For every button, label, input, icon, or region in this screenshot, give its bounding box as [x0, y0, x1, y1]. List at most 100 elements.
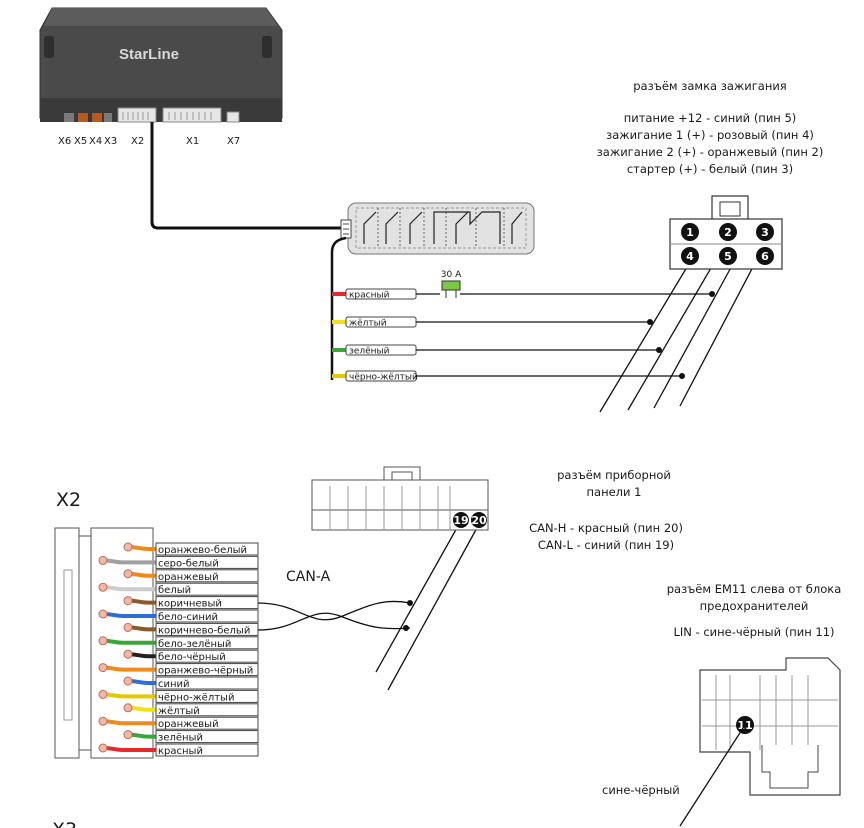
em11-title-1: разъём EM11 слева от блока — [667, 582, 842, 596]
port-x2 — [117, 107, 157, 123]
x2-wire-tag — [155, 716, 259, 730]
x2-pin — [98, 663, 108, 673]
port-label-x4: X4 — [89, 136, 102, 147]
ignition-line-4: стартер (+) - белый (пин 3) — [627, 162, 793, 176]
ignition-line-3: зажигание 2 (+) - оранжевый (пин 2) — [597, 145, 824, 159]
port-x1 — [162, 107, 222, 123]
port-x6 — [64, 113, 74, 122]
mount-slot-left — [44, 36, 54, 58]
x2-wire-label: оранжевый — [158, 719, 219, 730]
starline-unit: StarLine — [39, 7, 283, 123]
ignition-pin-1: 1 — [686, 226, 694, 239]
x2-wire: серо-белый — [98, 555, 259, 569]
relay-wire-label: красный — [349, 291, 390, 301]
x2-wire-label: зелёный — [158, 733, 203, 744]
junction-dots — [647, 291, 715, 379]
relay-wire: красный — [332, 288, 440, 301]
x2-pin — [98, 636, 108, 646]
x2-wire-tag — [155, 582, 259, 596]
em11-connector: 11 — [679, 657, 841, 827]
relay-wire: зелёный — [332, 344, 659, 357]
relay-wire: чёрно-жёлтый — [332, 370, 682, 383]
relay-wire-label: чёрно-жёлтый — [349, 373, 418, 383]
x2-wire-label: оранжево-белый — [158, 545, 247, 556]
ignition-line-1: питание +12 - синий (пин 5) — [624, 111, 797, 125]
x2-wire-label: оранжевый — [158, 572, 219, 583]
x2-wire-color — [102, 558, 156, 565]
x2-wire: оранжевый — [98, 716, 259, 730]
x2-title: X2 — [56, 489, 81, 511]
x2-pin — [123, 730, 133, 740]
x2-pin — [98, 609, 108, 619]
relay-wire: жёлтый — [332, 316, 650, 329]
x2-wire-tag — [155, 542, 259, 556]
x2-pin — [98, 743, 108, 753]
ignition-text: разъём замка зажигания питание +12 - син… — [597, 79, 824, 176]
dash-title-2: панели 1 — [587, 485, 642, 499]
relay-wire-label: зелёный — [349, 347, 390, 357]
ignition-wires — [460, 243, 766, 413]
x2-pin — [123, 596, 133, 606]
x2-wire-color — [102, 638, 156, 645]
ignition-pin-2: 2 — [724, 226, 732, 239]
port-label-x1: X1 — [186, 136, 199, 147]
dash-connector: 19 20 — [311, 466, 489, 531]
x2-wire-color — [102, 692, 156, 699]
x2-wire-tag — [155, 649, 259, 663]
can-a-label: CAN-A — [286, 569, 331, 585]
port-label-x3: X3 — [104, 136, 117, 147]
x2-wire-label: синий — [158, 679, 190, 690]
x2-wire: жёлтый — [123, 703, 259, 717]
x2-wire: чёрно-жёлтый — [98, 689, 259, 703]
port-x5 — [78, 113, 88, 122]
x2-wire-label: чёрно-жёлтый — [158, 692, 234, 703]
x2-wire-label: жёлтый — [158, 706, 200, 717]
cable-x2-relay — [150, 122, 344, 230]
relay-harness — [330, 236, 347, 380]
x2-pin — [98, 555, 108, 565]
x2-wire-color — [102, 719, 156, 726]
em11-line: LIN - сине-чёрный (пин 11) — [673, 625, 834, 639]
x2-pin — [123, 649, 133, 659]
port-x3 — [104, 113, 112, 122]
ignition-connector: 1 2 3 4 5 6 — [669, 195, 783, 270]
dash-title-1: разъём приборной — [557, 468, 671, 482]
x2-wire-color — [102, 612, 156, 618]
port-label-x2: X2 — [131, 136, 144, 147]
x2-wire-label: белый — [158, 585, 191, 596]
x2-wire-label: коричневый — [158, 599, 222, 610]
ignition-pin-4: 4 — [686, 250, 694, 263]
x2-wire-label: оранжево-чёрный — [158, 666, 253, 677]
x2-wire-tag — [155, 569, 259, 583]
relay-block — [340, 202, 535, 255]
dash-line-1: CAN-H - красный (пин 20) — [529, 521, 683, 535]
dash-text: разъём приборной панели 1 CAN-H - красны… — [529, 468, 683, 552]
ignition-line-2: зажигание 1 (+) - розовый (пин 4) — [606, 128, 814, 142]
x2-wire: коричнево-белый — [123, 622, 259, 636]
port-labels: X6 X5 X4 X3 X2 X1 X7 — [58, 136, 240, 147]
can-a-twisted-pair — [257, 525, 479, 691]
x2-wire-tag — [155, 703, 259, 717]
port-x4 — [92, 113, 102, 122]
x2-pin — [98, 582, 108, 592]
port-label-x5: X5 — [74, 136, 87, 147]
port-label-x6: X6 — [58, 136, 71, 147]
ignition-title: разъём замка зажигания — [633, 79, 786, 93]
x2-wire: синий — [123, 676, 259, 690]
x2-wire-tag — [155, 555, 259, 569]
x2-pin — [123, 542, 133, 552]
x2-wire: красный — [98, 743, 259, 757]
fuse-rating: 30 А — [441, 270, 462, 280]
x2-pin — [123, 676, 133, 686]
x2-wire: оранжево-белый — [123, 542, 259, 556]
x3-title-cut: X3 — [52, 819, 77, 828]
x2-wire-label: бело-синий — [158, 612, 218, 623]
x2-wire-color — [102, 585, 156, 592]
ignition-pin-3: 3 — [761, 226, 769, 239]
dash-pin-20: 20 — [471, 514, 487, 527]
x2-wire: оранжевый — [123, 569, 259, 583]
brand-logo: StarLine — [119, 46, 179, 63]
x2-wire-tag — [155, 663, 259, 677]
